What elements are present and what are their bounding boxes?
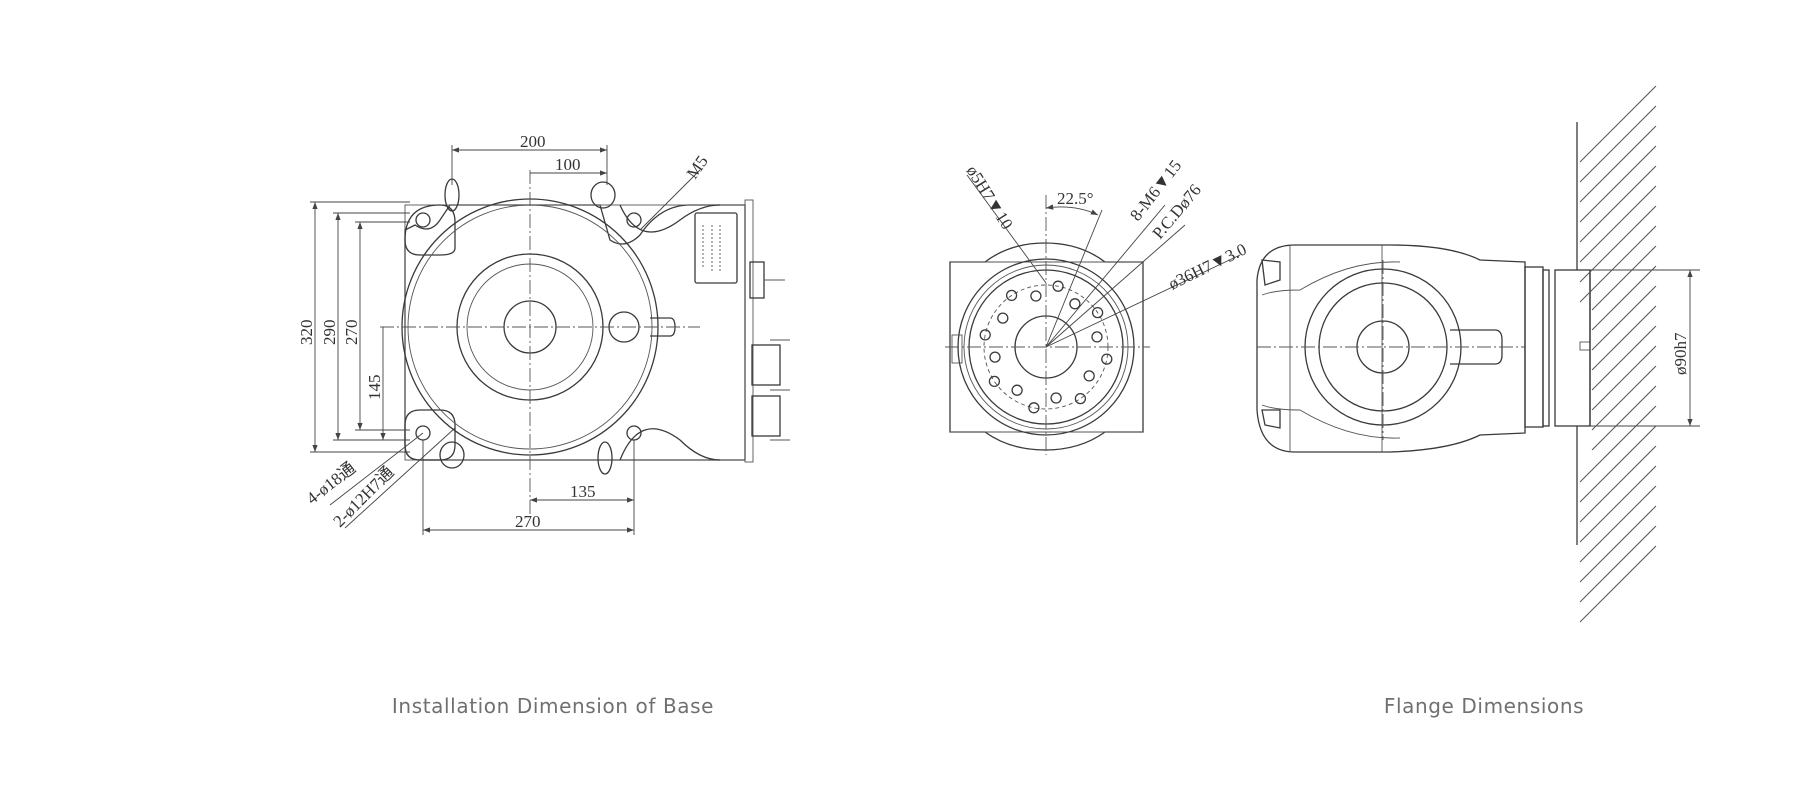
mounting-wall [1576,85,1700,623]
pin-hole-callout-flange: ø5H7▼10 [963,162,1017,233]
dim-135: 135 [570,482,596,501]
dim-270-vertical: 270 [342,320,361,346]
base-caption: Installation Dimension of Base [391,694,715,718]
base-drawing: 200 100 M5 320 290 270 145 4-ø18通 2-ø12H… [297,132,790,535]
flange-front-view: ø5H7▼10 22.5° 8-M6▼15 P.C.Dø76 ø36H7▼3.0 [945,156,1250,455]
angle-callout: 22.5° [1057,189,1094,208]
flange-caption: Flange Dimensions [1383,694,1585,718]
dim-200: 200 [520,132,546,151]
label-text-lines [702,225,721,272]
dim-m5: M5 [683,152,712,182]
dim-320: 320 [297,320,316,346]
flange-side-view: ø90h7 [1256,85,1700,623]
shaft-diameter-callout: ø90h7 [1671,332,1690,375]
center-bore-callout: ø36H7▼3.0 [1165,240,1249,294]
connectors [744,199,790,463]
bolt-hole-pattern [979,280,1113,414]
dim-100: 100 [555,155,581,174]
dim-145: 145 [365,375,384,401]
dim-270-horizontal: 270 [515,512,541,531]
dim-290: 290 [320,320,339,346]
